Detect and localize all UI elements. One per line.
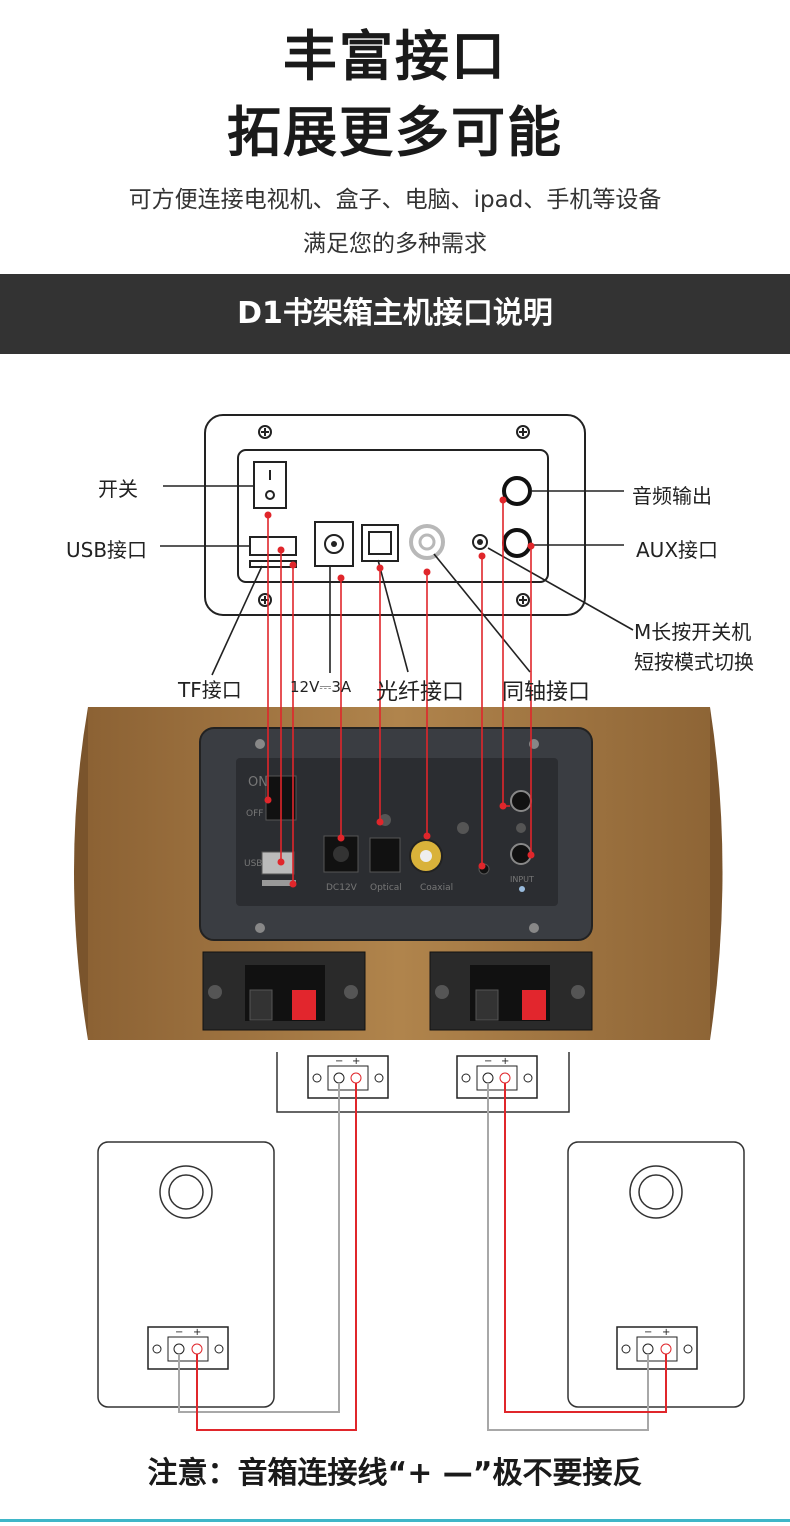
speaker-right — [567, 1141, 745, 1408]
wiring-note: 注意：音箱连接线“+ —”极不要接反 — [147, 1456, 643, 1491]
section-banner: D1书架箱主机接口说明 — [0, 274, 790, 354]
terminal-plus-text: + — [501, 1056, 509, 1067]
unit-bottom-outline — [276, 1052, 570, 1113]
audio-output-jack-icon — [502, 476, 532, 506]
label-power-switch: 开关 — [98, 477, 138, 501]
unit-terminal-left — [307, 1055, 389, 1099]
terminal-plus-text: + — [352, 1056, 360, 1067]
terminal-plus-text: + — [193, 1327, 201, 1338]
tf-slot-icon — [249, 560, 297, 568]
panel-usb-text: USB — [244, 859, 262, 869]
speaker-left — [97, 1141, 275, 1408]
unit-back-photo: ON OFF USB DC12V Optical Coaxial INPUT — [74, 707, 723, 1040]
coaxial-port-icon — [409, 524, 445, 560]
panel-dc-text: DC12V — [326, 883, 358, 893]
connector-dots — [264, 496, 535, 888]
m-button-icon — [472, 534, 488, 550]
panel-input-text: INPUT — [510, 875, 534, 884]
label-coaxial-port: 同轴接口 — [502, 680, 591, 705]
usb-port-icon — [249, 536, 297, 556]
dc-jack-icon — [314, 521, 354, 567]
power-switch-icon — [253, 461, 287, 509]
panel-optical-text: Optical — [370, 883, 402, 893]
terminal-plus-text: + — [662, 1327, 670, 1338]
speaker-wires — [178, 1083, 667, 1431]
page-title-line2: 拓展更多可能 — [227, 101, 563, 164]
page-title-line1: 丰富接口 — [283, 25, 507, 88]
subtitle-line1: 可方便连接电视机、盒子、电脑、ipad、手机等设备 — [128, 187, 662, 213]
panel-coaxial-text: Coaxial — [420, 883, 453, 893]
panel-off-text: OFF — [246, 809, 263, 819]
connector-lines — [267, 500, 532, 884]
optical-port-icon — [361, 524, 399, 562]
terminal-minus-text: − — [644, 1327, 652, 1338]
screw-icon — [258, 425, 272, 439]
schematic-panel — [204, 414, 586, 616]
label-optical-port: 光纤接口 — [376, 680, 465, 705]
panel-on-text: ON — [248, 775, 268, 790]
unit-terminal-right — [456, 1055, 538, 1099]
label-dc-power: 12V⎓3A — [290, 678, 352, 696]
screw-icon — [516, 425, 530, 439]
label-m-button-line2: 短按模式切换 — [634, 650, 754, 674]
label-tf-port: TF接口 — [178, 678, 242, 702]
terminal-minus-text: − — [335, 1056, 343, 1067]
label-audio-output: 音频输出 — [632, 484, 712, 508]
terminal-minus-text: − — [175, 1327, 183, 1338]
screw-icon — [258, 593, 272, 607]
terminal-minus-text: − — [484, 1056, 492, 1067]
screw-icon — [516, 593, 530, 607]
label-m-button-line1: M长按开关机 — [634, 620, 752, 644]
label-aux-port: AUX接口 — [636, 538, 719, 562]
aux-jack-icon — [502, 528, 532, 558]
label-usb-port: USB接口 — [66, 538, 148, 562]
bottom-accent-line — [0, 1519, 790, 1522]
subtitle-line2: 满足您的多种需求 — [303, 231, 487, 257]
